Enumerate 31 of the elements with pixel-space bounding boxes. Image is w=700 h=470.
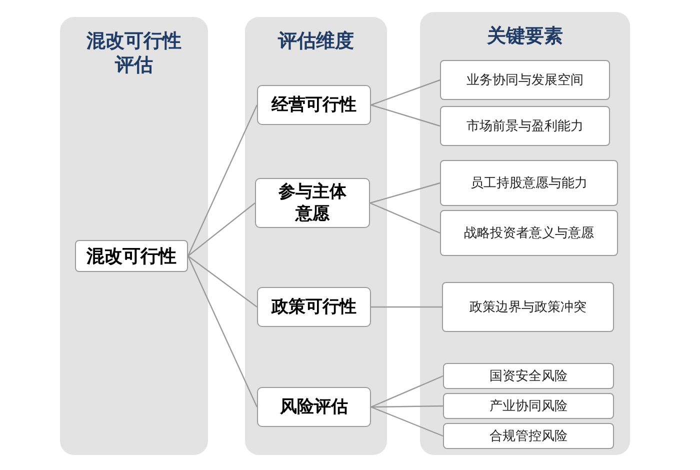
dimension-box: 政策可行性 [257, 287, 371, 327]
dimension-box: 经营可行性 [257, 85, 371, 125]
connector-line [187, 104, 258, 256]
connector-line [370, 182, 440, 204]
connector-line [370, 406, 444, 437]
connector-line [370, 202, 440, 234]
connector-line [187, 256, 258, 408]
factor-box: 合规管控风险 [443, 423, 614, 449]
factor-box: 员工持股意愿与能力 [440, 160, 618, 206]
factor-box: 市场前景与盈利能力 [440, 106, 610, 146]
dimension-box: 参与主体意愿 [255, 178, 370, 228]
connector-line [188, 202, 256, 256]
factor-box: 业务协同与发展空间 [440, 60, 610, 100]
connector-line [370, 79, 440, 106]
column-heading: 关键要素 [486, 24, 564, 48]
connector-line [188, 256, 258, 308]
factor-box: 政策边界与政策冲突 [442, 282, 614, 332]
factor-box: 战略投资者意义与意愿 [440, 210, 618, 256]
dimension-box: 风险评估 [257, 387, 371, 427]
connector-line [370, 104, 440, 127]
factor-box: 国资安全风险 [443, 363, 614, 389]
column-band [420, 12, 630, 455]
column-band [60, 17, 208, 455]
topic-box: 混改可行性 [75, 240, 188, 272]
column-heading: 评估维度 [276, 29, 355, 53]
connector-line [371, 405, 443, 408]
connector-line [370, 375, 444, 408]
connector-line [371, 306, 442, 308]
factor-box: 产业协同风险 [443, 393, 614, 419]
column-heading: 混改可行性评估 [85, 29, 182, 77]
column-band [245, 17, 387, 455]
